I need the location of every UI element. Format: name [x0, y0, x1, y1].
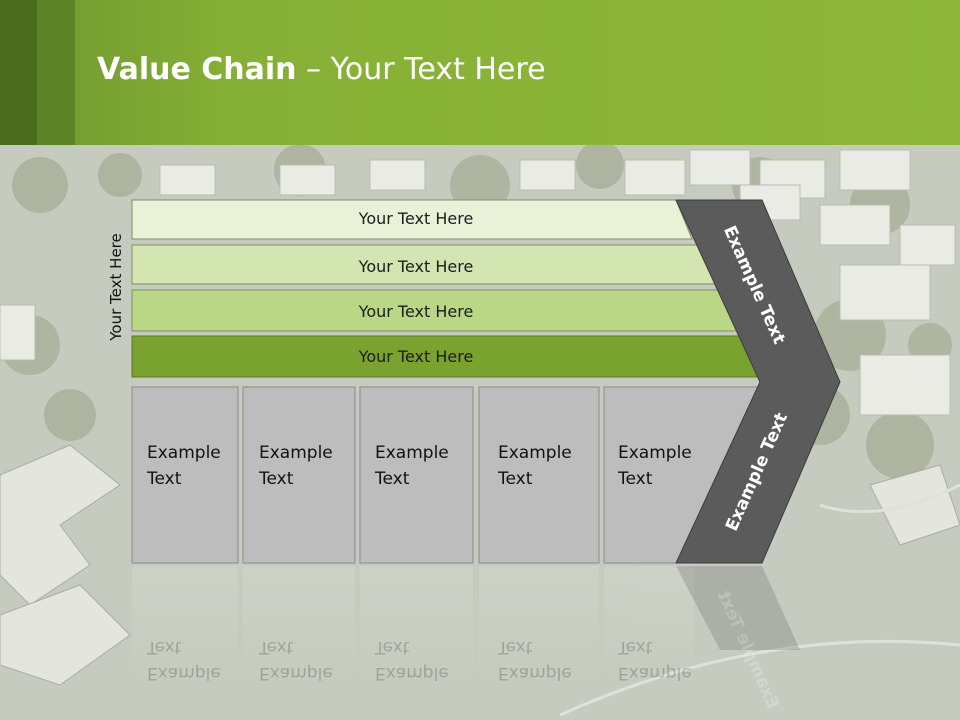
- box-5-reflection: Example Text: [618, 634, 692, 686]
- title-rest: – Your Text Here: [296, 52, 546, 87]
- reflection: [132, 566, 694, 686]
- header-accent-mid: [37, 0, 75, 145]
- box-2-reflection: Example Text: [259, 634, 333, 686]
- box-5-line1: Example: [618, 443, 692, 463]
- box-3-refl-line1: Example: [375, 663, 449, 683]
- box-3: [359, 386, 474, 564]
- box-1-refl-line2: Text: [147, 637, 182, 657]
- box-1: [131, 386, 239, 564]
- box-4-line1: Example: [498, 443, 572, 463]
- box-4: [478, 386, 600, 564]
- box-4-reflection: Example Text: [498, 634, 572, 686]
- box-2-refl-line1: Example: [259, 663, 333, 683]
- box-1-line1: Example: [147, 443, 221, 463]
- box-5-refl-line2: Text: [618, 637, 653, 657]
- box-2-refl-line2: Text: [259, 637, 294, 657]
- box-3-refl-line2: Text: [375, 637, 410, 657]
- box-3-line2: Text: [375, 469, 410, 489]
- box-1-reflection: Example Text: [147, 634, 221, 686]
- box-5-line2: Text: [618, 469, 653, 489]
- box-2-line1: Example: [259, 443, 333, 463]
- box-2: [242, 386, 356, 564]
- bar-1-label: Your Text Here: [358, 209, 474, 228]
- box-1-refl-line1: Example: [147, 663, 221, 683]
- chevron-reflection: [676, 566, 800, 650]
- box-2-line2: Text: [259, 469, 294, 489]
- box-3-reflection: Example Text: [375, 634, 449, 686]
- bar-4-label: Your Text Here: [358, 347, 474, 366]
- bar-1: [131, 199, 693, 240]
- chevron-arrow: [675, 199, 841, 564]
- box-4-line2: Text: [498, 469, 533, 489]
- box-4-refl-line1: Example: [498, 663, 572, 683]
- box-3-line1: Example: [375, 443, 449, 463]
- title-bold: Value Chain: [97, 52, 297, 87]
- box-5-refl-line1: Example: [618, 663, 692, 683]
- header-banner: Value Chain – Your Text Here: [0, 0, 960, 145]
- box-1-line2: Text: [147, 469, 182, 489]
- box-4-refl-line2: Text: [498, 637, 533, 657]
- slide-title: Value Chain – Your Text Here: [97, 52, 546, 87]
- header-accent-dark: [0, 0, 37, 145]
- bar-2-label: Your Text Here: [358, 257, 474, 276]
- bar-3-label: Your Text Here: [358, 302, 474, 321]
